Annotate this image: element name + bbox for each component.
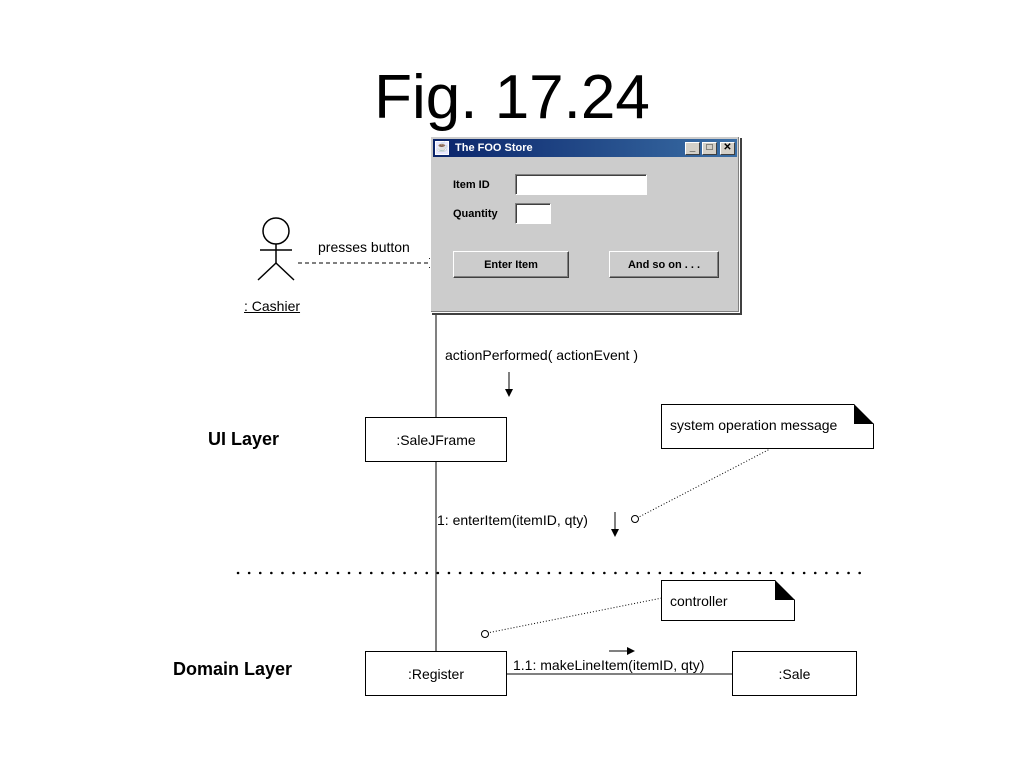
sale-object: :Sale (732, 651, 857, 696)
maximize-button[interactable]: □ (702, 142, 717, 155)
quantity-label: Quantity (453, 208, 498, 220)
cashier-label: : Cashier (244, 298, 301, 314)
window-title: The FOO Store (455, 142, 533, 154)
window-titlebar: ☕ The FOO Store _ □ ✕ (433, 139, 737, 157)
figure-title: Fig. 17.24 (374, 63, 650, 132)
controller-note: controller (661, 580, 795, 621)
note-fold-icon (775, 580, 795, 600)
enter-item-button[interactable]: Enter Item (453, 251, 569, 278)
domain-layer-label: Domain Layer (173, 659, 293, 679)
register-object: :Register (365, 651, 507, 696)
item-id-input[interactable] (515, 174, 647, 195)
system-operation-note-text: system operation message (670, 417, 838, 433)
enter-item-message-label: 1: enterItem(itemID, qty) (437, 512, 588, 528)
java-app-icon: ☕ (435, 141, 449, 155)
cashier-stick-figure (257, 217, 295, 281)
foo-store-window: ☕ The FOO Store _ □ ✕ Item ID Quantity E… (430, 136, 740, 313)
minimize-button[interactable]: _ (685, 142, 700, 155)
note-fold-icon (854, 404, 874, 424)
action-performed-label: actionPerformed( actionEvent ) (445, 347, 638, 363)
note-anchor-system-op (631, 515, 639, 523)
sale-jframe-object: :SaleJFrame (365, 417, 507, 462)
ui-layer-label: UI Layer (208, 429, 280, 449)
note-connector-system-op (636, 448, 771, 519)
close-button[interactable]: ✕ (720, 142, 735, 155)
make-line-item-message-label: 1.1: makeLineItem(itemID, qty) (513, 657, 705, 673)
controller-note-text: controller (670, 593, 728, 609)
and-so-on-button[interactable]: And so on . . . (609, 251, 719, 278)
presses-button-label: presses button (318, 239, 410, 255)
note-connector-controller (486, 597, 663, 634)
item-id-label: Item ID (453, 179, 490, 191)
system-operation-note: system operation message (661, 404, 874, 449)
note-anchor-controller (481, 630, 489, 638)
quantity-input[interactable] (515, 203, 551, 224)
